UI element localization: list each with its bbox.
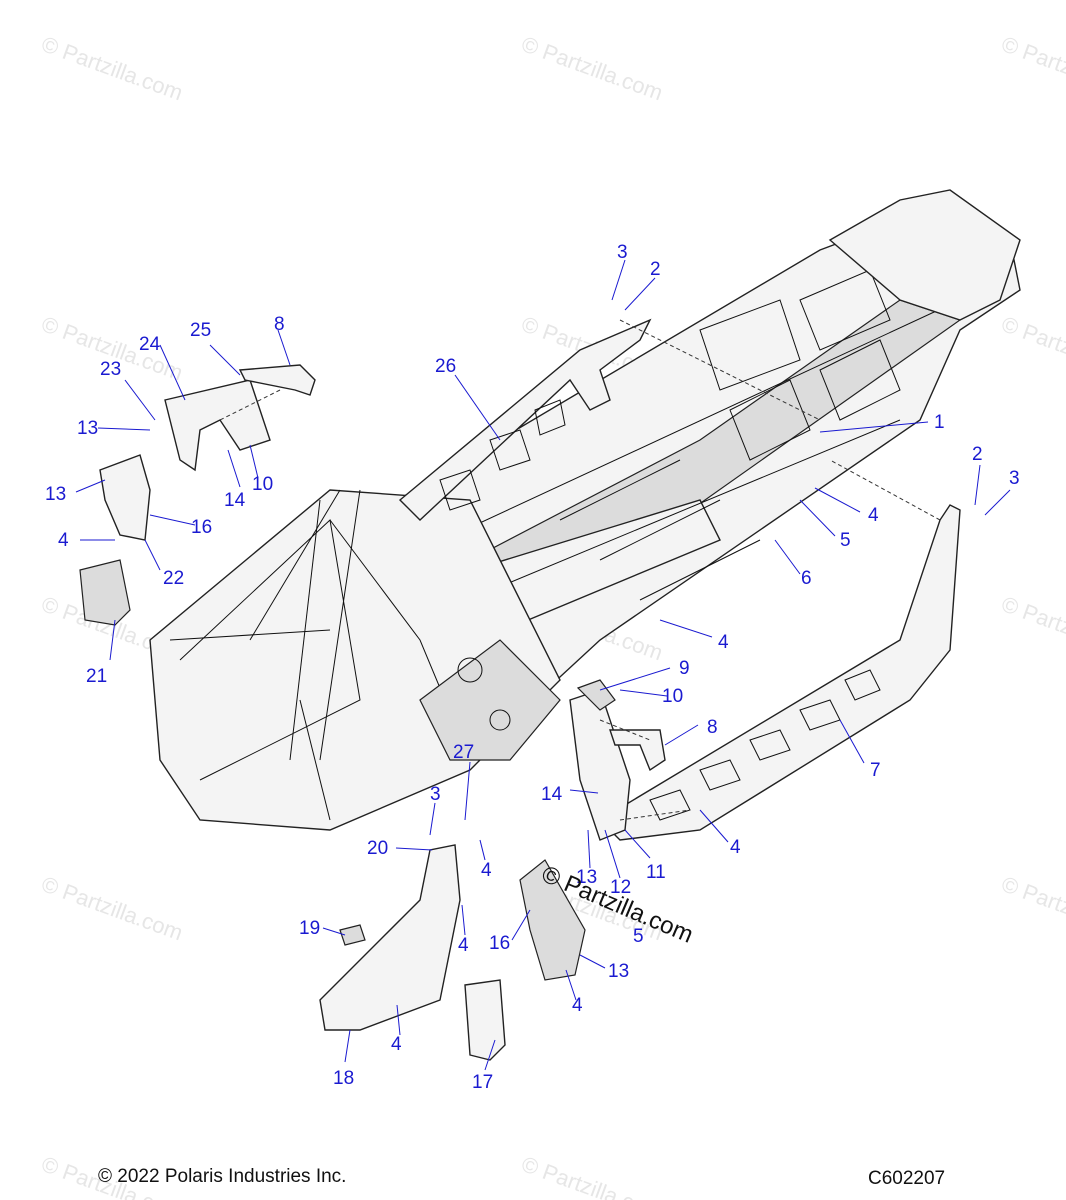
callout-labels: 1 2 2 3 3 3 4 4 4 4 4 4 4 4 5 5 6 7 8 8 …	[45, 242, 1020, 1093]
watermark-text: © Partzilla.com	[998, 871, 1066, 945]
callout-21: 21	[86, 666, 107, 687]
callout-8: 8	[707, 717, 718, 738]
copyright-text: © 2022 Polaris Industries Inc.	[98, 1166, 346, 1187]
callout-22: 22	[163, 568, 184, 589]
callout-9: 9	[679, 658, 690, 679]
callout-17: 17	[472, 1072, 493, 1093]
callout-4: 4	[391, 1034, 402, 1055]
callout-24: 24	[139, 334, 161, 355]
watermark-text: © Partzilla.com	[998, 311, 1066, 385]
callout-19: 19	[299, 918, 320, 939]
callout-7: 7	[870, 760, 881, 781]
callout-13: 13	[77, 418, 98, 439]
callout-4: 4	[572, 995, 583, 1016]
callout-6: 6	[801, 568, 812, 589]
callout-14: 14	[224, 490, 246, 511]
watermark-text: © Partzilla.com	[38, 871, 186, 945]
callout-4: 4	[718, 632, 729, 653]
watermark-text: © Partzilla.com	[998, 591, 1066, 665]
callout-5: 5	[840, 530, 851, 551]
callout-26: 26	[435, 356, 456, 377]
callout-16: 16	[489, 933, 510, 954]
callout-4: 4	[458, 935, 469, 956]
callout-13: 13	[576, 867, 597, 888]
callout-10: 10	[662, 686, 683, 707]
diagram-code: C602207	[868, 1168, 945, 1189]
assembly-guide-lines	[219, 319, 941, 821]
callout-14: 14	[541, 784, 563, 805]
callout-4: 4	[730, 837, 741, 858]
watermark-text: © Partzilla.com	[518, 31, 666, 105]
callout-4: 4	[868, 505, 879, 526]
callout-16: 16	[191, 517, 212, 538]
left-bracket-assembly	[79, 364, 316, 626]
callout-13: 13	[45, 484, 66, 505]
leader-lines	[75, 259, 1011, 1071]
callout-3: 3	[430, 784, 441, 805]
callout-27: 27	[453, 742, 474, 763]
callout-2: 2	[650, 259, 661, 280]
callout-1: 1	[934, 412, 945, 433]
callout-20: 20	[367, 838, 388, 859]
callout-5: 5	[633, 926, 644, 947]
callout-2: 2	[972, 444, 983, 465]
callout-13: 13	[608, 961, 629, 982]
watermark-text: © Partzilla.com	[998, 31, 1066, 105]
callout-3: 3	[617, 242, 628, 263]
callout-18: 18	[333, 1068, 354, 1089]
main-chassis-frame	[149, 189, 1021, 831]
callout-11: 11	[646, 862, 666, 883]
callout-23: 23	[100, 359, 121, 380]
watermark-text: © Partzilla.com	[38, 31, 186, 105]
callout-8: 8	[274, 314, 285, 335]
callout-25: 25	[190, 320, 211, 341]
callout-4: 4	[481, 860, 492, 881]
callout-3: 3	[1009, 468, 1020, 489]
callout-4: 4	[58, 530, 69, 551]
callout-10: 10	[252, 474, 273, 495]
watermark-text: © Partzilla.com	[518, 1151, 666, 1200]
callout-12: 12	[610, 877, 631, 898]
upper-side-rail	[398, 318, 652, 521]
